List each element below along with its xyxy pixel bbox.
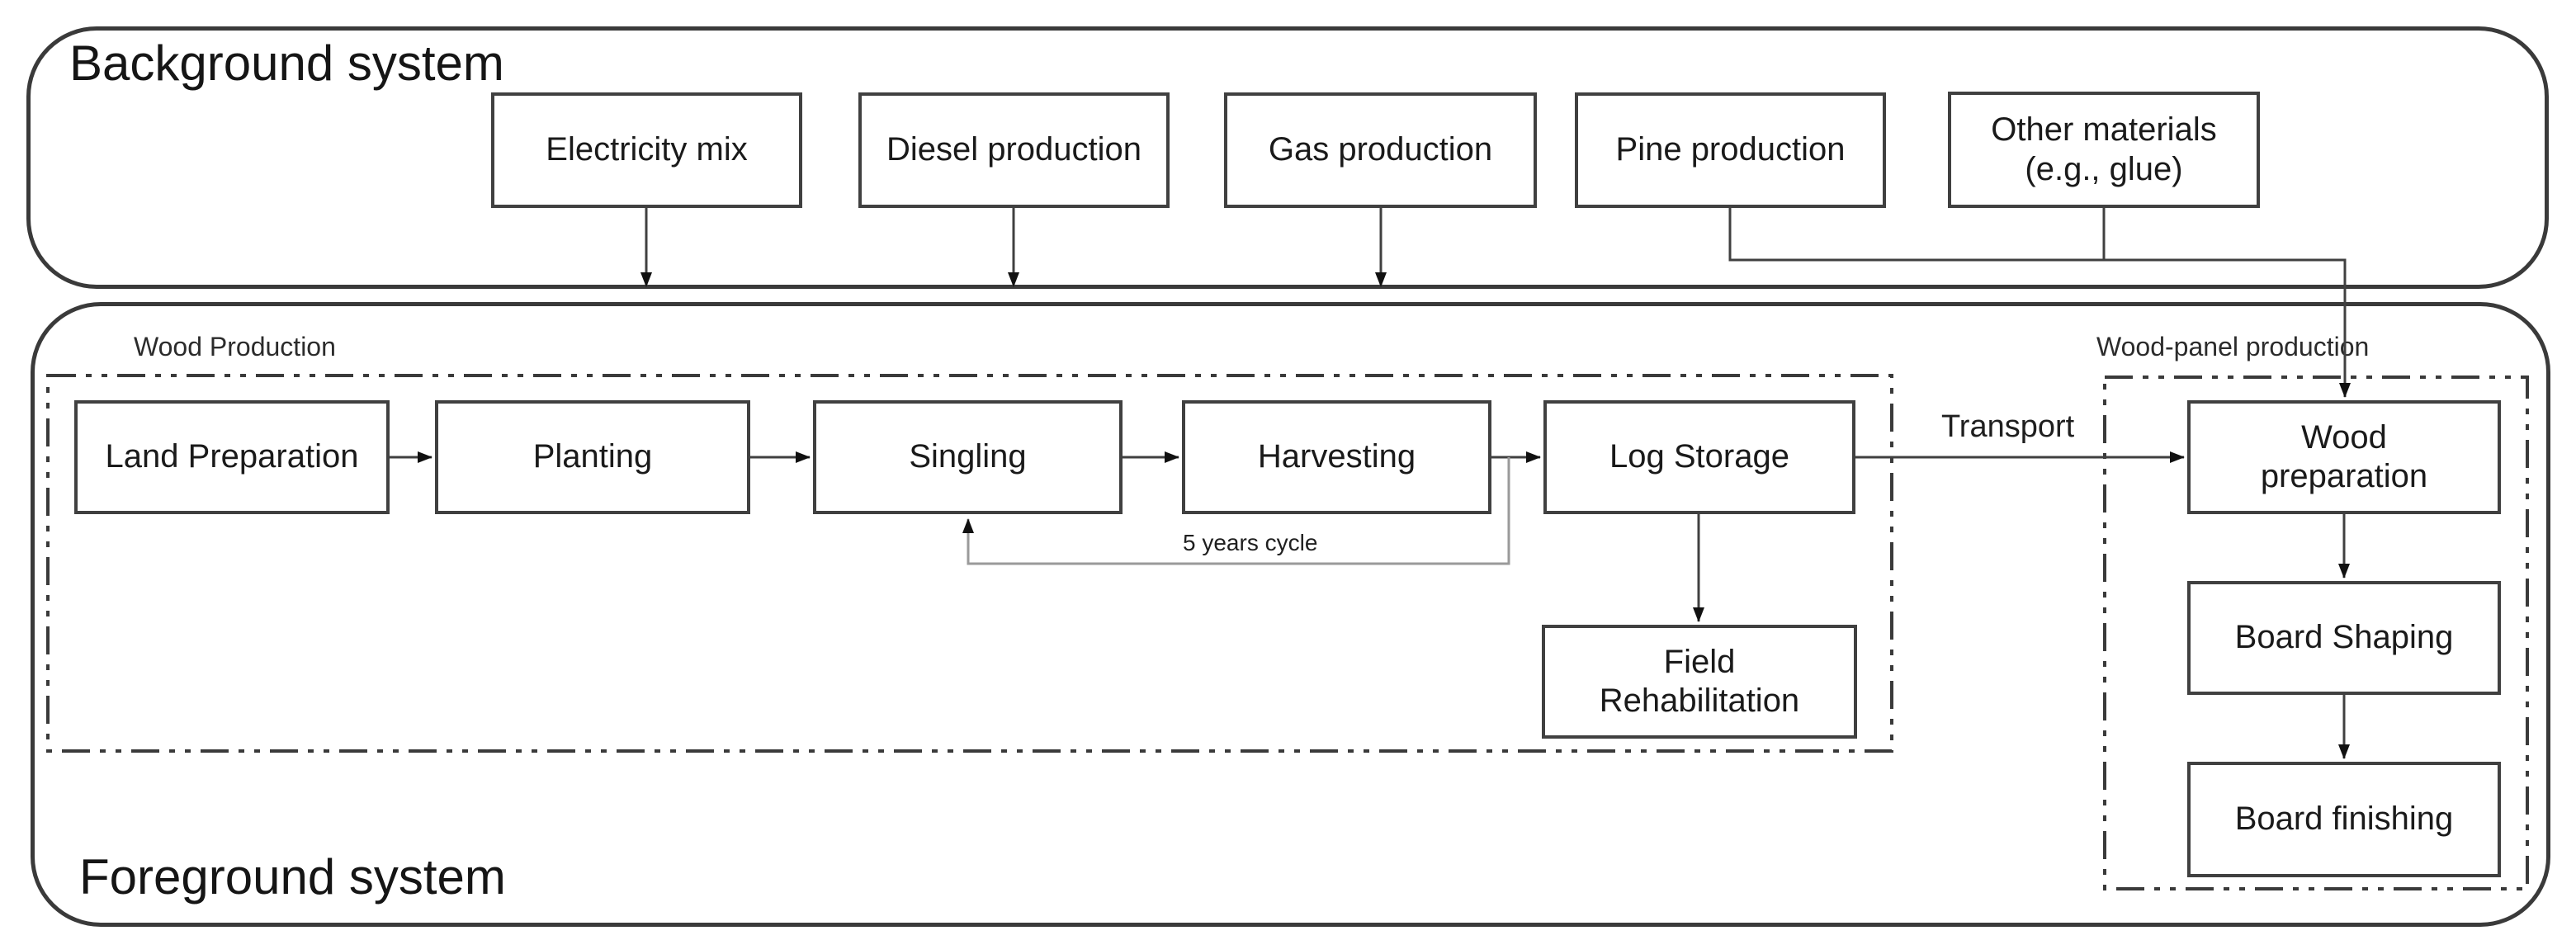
node-board-shaping: Board Shaping [2187,581,2501,695]
node-label: Board Shaping [2234,619,2454,656]
arrow-pine-to-wood-preparation [1728,208,2351,398]
wood-panel-production-dashed-boundary [2103,376,2529,890]
node-label: Singling [909,438,1027,475]
foreground-system-boundary [31,302,2550,927]
node-label: Wood preparation [2260,418,2428,494]
node-label: Planting [532,438,653,475]
node-harvesting: Harvesting [1182,400,1491,514]
cycle-label: 5 years cycle [1183,530,1318,555]
node-planting: Planting [435,400,750,514]
background-system-boundary [26,26,2549,289]
node-pine-production: Pine production [1575,92,1886,208]
node-gas-production: Gas production [1224,92,1537,208]
node-label: Pine production [1615,131,1846,168]
node-label: Gas production [1268,131,1493,168]
node-other-materials: Other materials (e.g., glue) [1948,92,2260,208]
node-board-finishing: Board finishing [2187,762,2501,877]
node-label: Electricity mix [546,131,748,168]
node-electricity-mix: Electricity mix [491,92,802,208]
node-label: Diesel production [886,131,1142,168]
node-label: Other materials (e.g., glue) [1991,111,2217,187]
arrow-cycle-feedback [962,457,1510,565]
foreground-system-label: Foreground system [79,849,506,905]
node-label: Field Rehabilitation [1599,643,1800,719]
transport-label: Transport [1941,409,2075,444]
node-label: Log Storage [1609,438,1789,475]
wood-panel-production-label: Wood-panel production [2096,332,2370,361]
node-label: Land Preparation [105,438,359,475]
node-land-preparation: Land Preparation [74,400,390,514]
node-singling: Singling [813,400,1123,514]
node-label: Harvesting [1257,438,1416,475]
node-log-storage: Log Storage [1543,400,1855,514]
node-field-rehabilitation: Field Rehabilitation [1542,625,1857,739]
background-system-label: Background system [69,35,504,91]
wood-production-label: Wood Production [134,332,336,361]
node-label: Board finishing [2234,801,2454,838]
node-wood-preparation: Wood preparation [2187,400,2501,514]
wood-production-dashed-boundary [46,374,1893,753]
node-diesel-production: Diesel production [858,92,1170,208]
